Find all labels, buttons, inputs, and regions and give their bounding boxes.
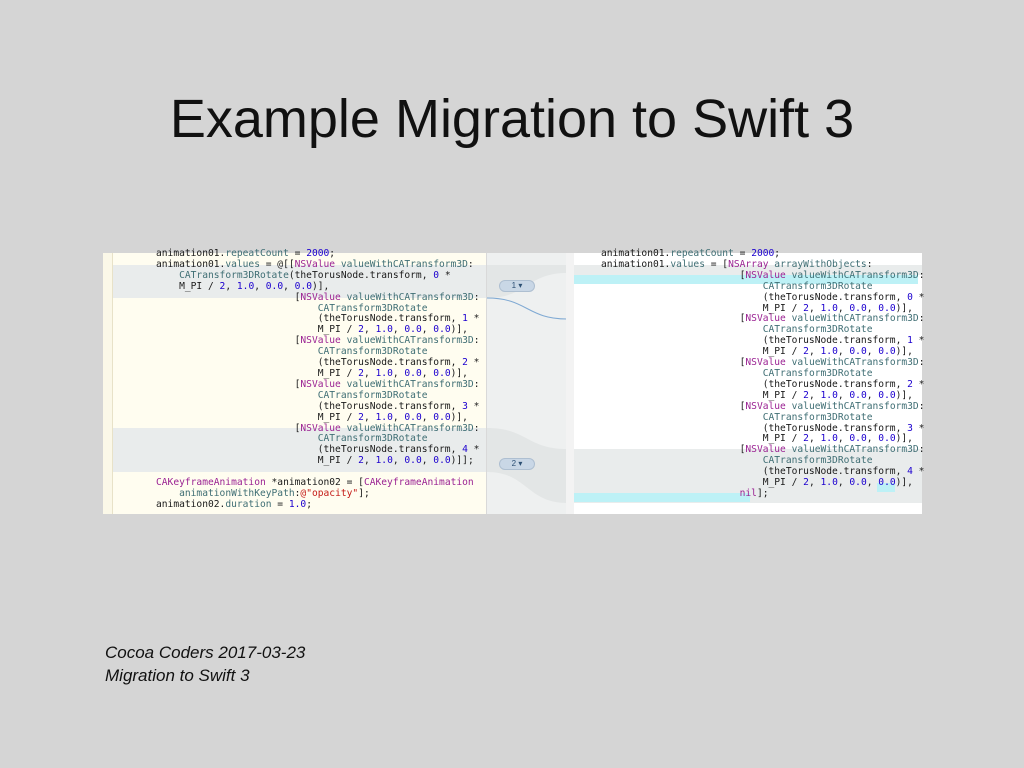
original-code-pane[interactable]: animation01.repeatCount = 2000; animatio… [113,248,486,514]
code-line: M_PI / 2, 1.0, 0.0, 0.0)], [601,389,913,401]
diff-highlight [574,275,918,284]
code-line: (theTorusNode.transform, 2 * [156,357,480,369]
code-line: animation01.values = [NSArray arrayWithO… [601,258,873,270]
code-line: CATransform3DRotate [762,324,873,336]
code-line: M_PI / 2, 1.0, 0.0, 0.0)], [156,324,468,336]
code-line: (theTorusNode.transform, 3 * [601,422,925,434]
code-line: CAKeyframeAnimation *animation02 = [CAKe… [156,477,474,489]
diff-highlight [877,483,895,492]
code-line: CATransform3DRotate [762,411,873,423]
diff-connector-curves [486,265,568,503]
code-line: (theTorusNode.transform, 4 * [601,466,925,478]
code-line: M_PI / 2, 1.0, 0.0, 0.0)], [601,433,913,445]
code-line: CATransform3DRotate [762,280,873,292]
code-line: (theTorusNode.transform, 2 * [601,378,925,390]
converted-code-text: animation01.repeatCount = 2000; animatio… [601,248,925,500]
code-line: CATransform3DRotate [317,433,428,445]
code-line: [NSValue valueWithCATransform3D: [156,378,480,390]
code-line: [NSValue valueWithCATransform3D: [156,422,480,434]
chevron-down-icon: ▾ [518,459,523,468]
code-line: CATransform3DRotate [762,455,873,467]
code-line: CATransform3DRotate [317,346,428,358]
code-line: (theTorusNode.transform, 1 * [601,335,925,347]
change-band-1 [574,265,922,275]
code-line: [NSValue valueWithCATransform3D: [601,444,925,456]
code-line: M_PI / 2, 1.0, 0.0, 0.0)], [601,302,913,314]
footer-topic-line: Migration to Swift 3 [105,666,250,685]
change-badge-2-label: 2 [511,459,517,468]
code-line: CATransform3DRotate(theTorusNode.transfo… [179,269,451,281]
diff-screenshot: animation01.repeatCount = 2000; animatio… [103,248,924,514]
code-line: [NSValue valueWithCATransform3D: [601,313,925,325]
code-line: CATransform3DRotate [762,367,873,379]
code-line: [NSValue valueWithCATransform3D: [601,400,925,412]
chevron-down-icon: ▾ [518,281,523,290]
diff-highlight [574,493,750,502]
code-line: (theTorusNode.transform, 0 * [601,291,925,303]
left-line-gutter [103,253,113,514]
change-band-1 [113,265,486,298]
code-line: CATransform3DRotate [317,302,428,314]
change-band-2 [113,428,486,472]
code-line: (theTorusNode.transform, 4 * [156,444,480,456]
code-line: nil]; [739,487,769,499]
footer-event-line: Cocoa Coders 2017-03-23 [105,643,306,662]
slide-footer: Cocoa Coders 2017-03-23 Migration to Swi… [105,641,305,687]
code-line: [NSValue valueWithCATransform3D: [601,269,925,281]
diff-connector-gutter: 1 ▾ 2 ▾ [486,253,568,514]
code-line: M_PI / 2, 1.0, 0.0, 0.0)], [156,367,468,379]
slide-title: Example Migration to Swift 3 [169,89,855,149]
code-line: M_PI / 2, 1.0, 0.0, 0.0)], [156,280,330,292]
code-line: (theTorusNode.transform, 3 * [156,400,480,412]
code-line: animation01.repeatCount = 2000; [601,248,781,259]
change-badge-1-label: 1 [511,281,517,290]
original-code-text: animation01.repeatCount = 2000; animatio… [156,248,480,511]
code-line: M_PI / 2, 1.0, 0.0, 0.0)]]; [156,455,474,467]
right-line-gutter [566,253,574,514]
change-badge-1[interactable]: 1 ▾ [499,280,535,292]
change-badge-2[interactable]: 2 ▾ [499,458,535,470]
code-line: (theTorusNode.transform, 1 * [156,313,480,325]
code-line: M_PI / 2, 1.0, 0.0, 0.0)], [156,411,468,423]
converted-code-pane[interactable]: animation01.repeatCount = 2000; animatio… [574,248,924,514]
code-line: M_PI / 2, 1.0, 0.0, 0.0)], [601,346,913,358]
code-line: animation01.values = @[[NSValue valueWit… [156,258,474,270]
code-line: animation01.repeatCount = 2000; [156,248,336,259]
code-line: [NSValue valueWithCATransform3D: [156,291,480,303]
code-line: [NSValue valueWithCATransform3D: [156,335,480,347]
code-line: CATransform3DRotate [317,389,428,401]
code-line: animation02.duration = 1.0; [156,498,312,510]
code-line: animationWithKeyPath:@"opacity"]; [179,487,370,499]
code-line: M_PI / 2, 1.0, 0.0, 0.0)], [601,477,913,489]
code-line: [NSValue valueWithCATransform3D: [601,357,925,369]
